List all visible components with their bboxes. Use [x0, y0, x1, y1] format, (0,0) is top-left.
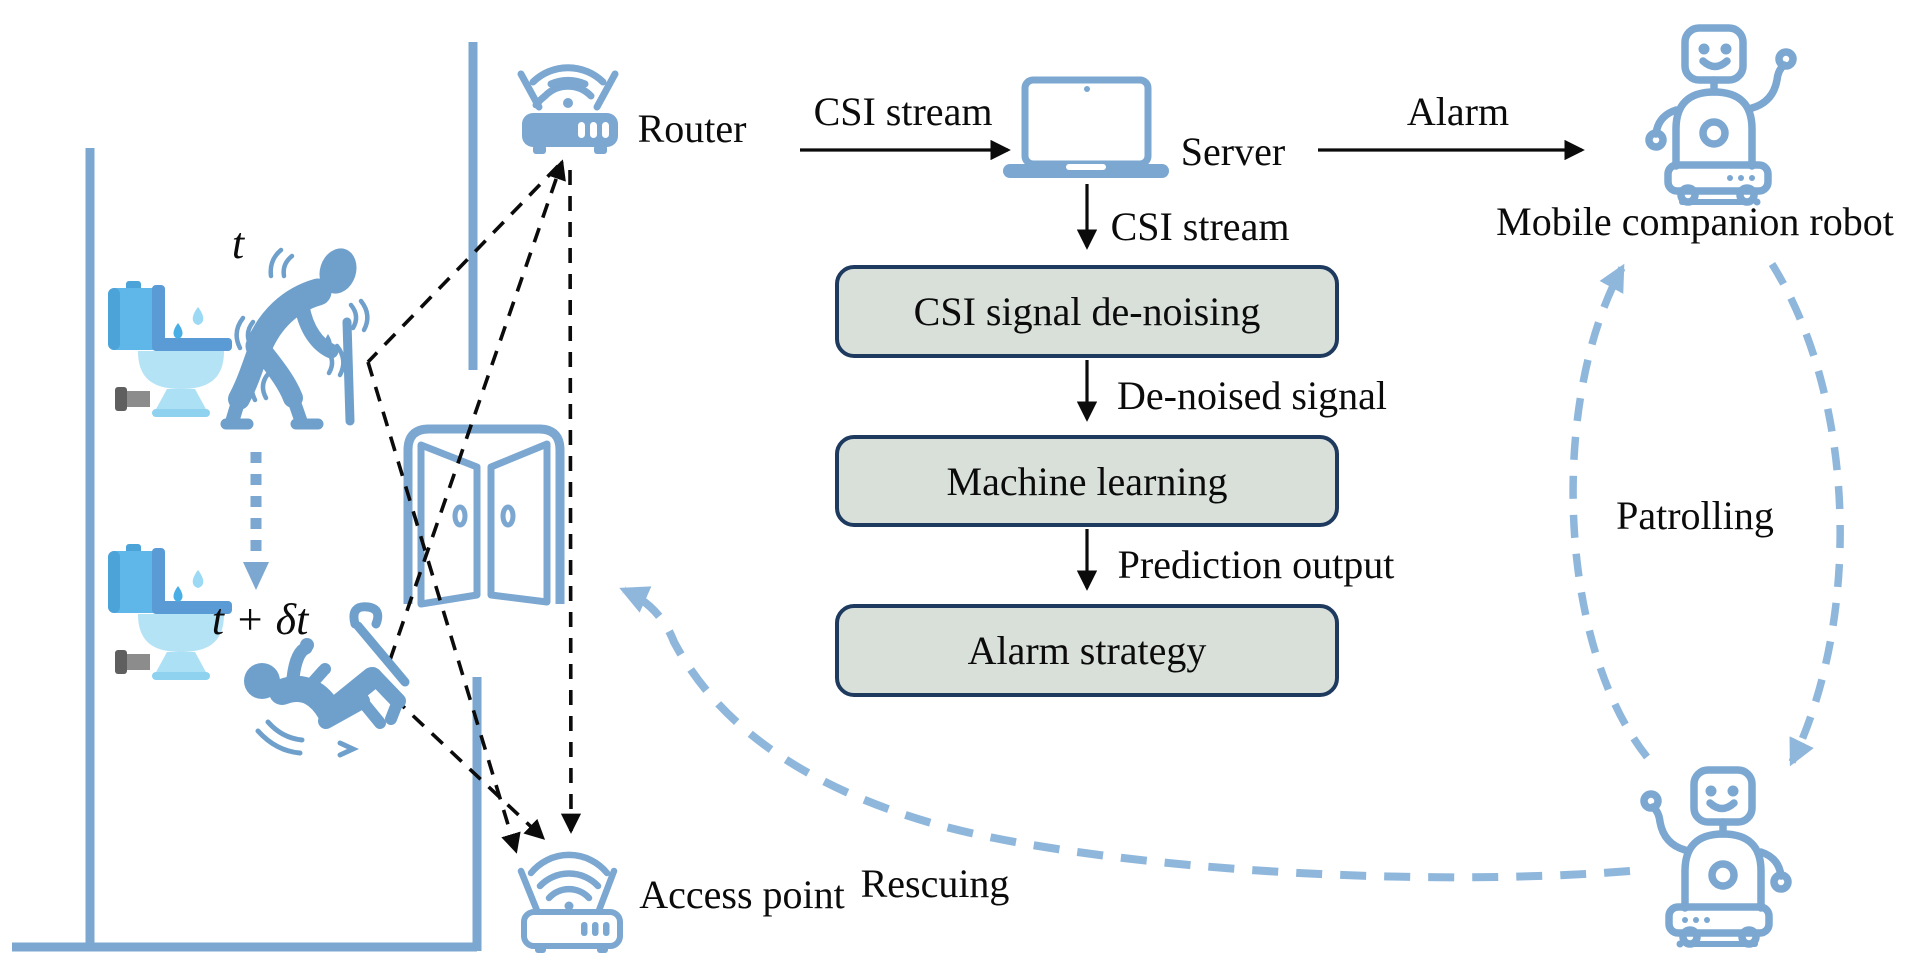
csi-stream-top-label: CSI stream	[813, 89, 993, 134]
flow-box-machine-learning: Machine learning	[835, 435, 1339, 527]
impact-marks	[255, 719, 359, 758]
signal-router-to-ap-vertical	[560, 169, 582, 834]
access-point-icon	[517, 851, 623, 953]
mobile-robot-top-icon	[1649, 28, 1793, 206]
signal-person-to-ap	[366, 361, 521, 854]
person-fallen-icon	[244, 602, 410, 758]
access-point-label: Access point	[639, 872, 845, 917]
toilet-top-icon	[108, 281, 232, 417]
denoised-signal-label: De-noised signal	[1117, 373, 1387, 418]
patrol-loop	[1569, 262, 1844, 767]
time-t-label: t	[231, 219, 245, 268]
rescue-path	[619, 586, 1631, 882]
server-laptop-icon	[1003, 76, 1169, 178]
door-icon	[403, 424, 565, 608]
alarm-label: Alarm	[1406, 89, 1510, 134]
signal-router-to-person	[366, 164, 560, 364]
prediction-output-label: Prediction output	[1117, 542, 1395, 587]
patrolling-label: Patrolling	[1616, 493, 1774, 538]
person-standing-icon	[220, 247, 370, 430]
time-t-delta-label: t + δt	[211, 595, 309, 644]
router-icon	[517, 64, 619, 154]
shake-marks	[234, 247, 370, 403]
room-walls	[12, 42, 482, 952]
time-elapse-arrow	[243, 452, 269, 590]
mobile-robot-label: Mobile companion robot	[1496, 199, 1894, 244]
solid-arrows	[800, 139, 1585, 591]
mobile-robot-bottom-icon	[1644, 770, 1788, 948]
router-label: Router	[637, 106, 747, 151]
flow-box-machine-learning-label: Machine learning	[946, 458, 1228, 504]
cane-icon	[349, 602, 410, 687]
patrol-arc-left	[1569, 263, 1650, 760]
csi-stream-flow-label: CSI stream	[1110, 204, 1290, 249]
patrol-arc-right	[1768, 262, 1844, 767]
signal-fallen-to-router	[388, 159, 566, 661]
flow-box-alarm-strategy-label: Alarm strategy	[967, 628, 1207, 673]
flow-box-denoising-label: CSI signal de-noising	[913, 289, 1261, 334]
server-label: Server	[1180, 129, 1286, 174]
rescuing-label: Rescuing	[860, 861, 1010, 906]
flow-box-denoising: CSI signal de-noising	[835, 265, 1339, 358]
flow-box-alarm-strategy: Alarm strategy	[835, 604, 1339, 697]
